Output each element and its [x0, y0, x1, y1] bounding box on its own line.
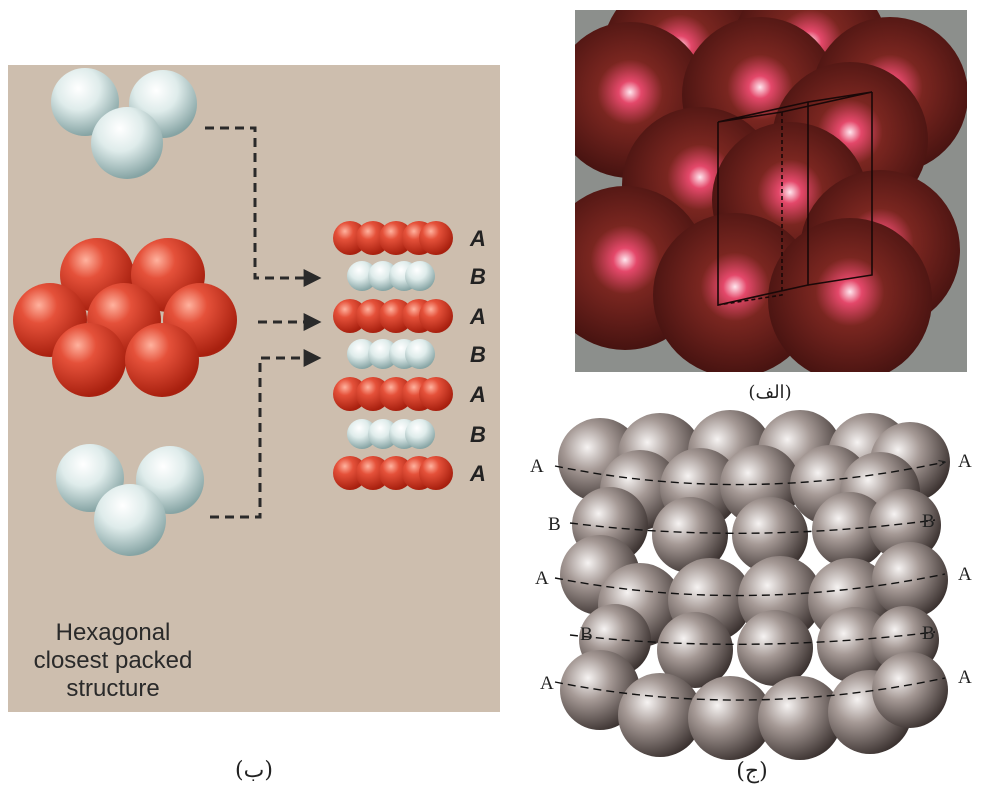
left-label-3: A	[535, 568, 549, 589]
left-label-4: B	[580, 624, 593, 645]
caption-line-1: Hexagonal	[56, 619, 171, 646]
stack-row-a2	[333, 299, 453, 333]
left-label-2: B	[548, 514, 561, 535]
caption-jim: (ج)	[736, 759, 767, 784]
stack-row-a1	[333, 221, 453, 255]
stack-row-b1	[347, 261, 435, 291]
sphere-lattice	[543, 0, 968, 382]
gray-sphere-stack	[558, 410, 950, 760]
stack-row-a4	[333, 456, 453, 490]
stack-label-1: A	[469, 226, 486, 251]
panel-jim: A B A B A A B A B A	[530, 410, 972, 760]
stack-label-3: A	[469, 304, 486, 329]
left-label-1: A	[530, 456, 544, 477]
panel-alef	[543, 0, 968, 382]
stack-label-6: B	[470, 422, 486, 447]
caption-alef: (الف)	[748, 382, 791, 403]
stack-label-4: B	[470, 342, 486, 367]
left-label-5: A	[540, 673, 554, 694]
caption-line-2: closest packed	[34, 647, 193, 674]
right-label-4: B	[922, 623, 935, 644]
right-label-3: A	[958, 564, 972, 585]
panel-b: A B A B A B A Hexagonal closest packed s…	[8, 65, 500, 712]
caption-line-3: structure	[66, 675, 159, 702]
stack-row-a3	[333, 377, 453, 411]
stack-row-b2	[347, 339, 435, 369]
stack-label-2: B	[470, 264, 486, 289]
right-label-5: A	[958, 667, 972, 688]
right-label-1: A	[958, 451, 972, 472]
caption-b: (ب)	[235, 758, 273, 783]
stack-row-b3	[347, 419, 435, 449]
right-label-2: B	[922, 511, 935, 532]
stack-label-7: A	[469, 461, 486, 486]
stack-label-5: A	[469, 382, 486, 407]
